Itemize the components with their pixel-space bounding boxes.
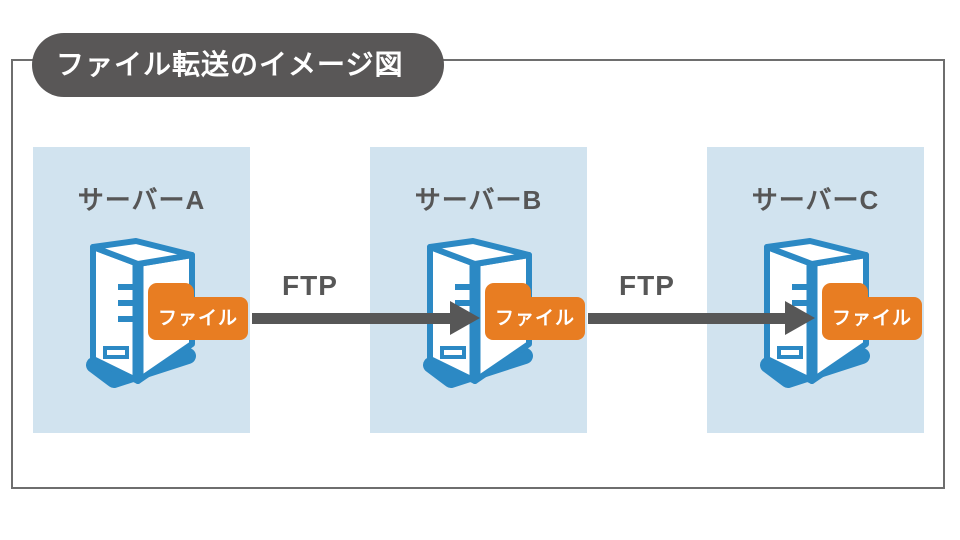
arrowhead-icon [785, 301, 815, 335]
server-b-label: サーバーB [414, 185, 543, 215]
diagram-frame [11, 59, 945, 489]
file-folder-icon: ファイル [822, 283, 922, 340]
transfer-protocol-label-1: FTP [282, 270, 338, 301]
file-label: ファイル [831, 308, 912, 329]
file-folder-icon: ファイル [148, 283, 248, 340]
server-icon [760, 238, 870, 388]
server-panel-a: サーバーA ファイル [33, 147, 250, 433]
server-c-label: サーバーC [751, 185, 880, 215]
file-folder-icon: ファイル [485, 283, 585, 340]
file-label: ファイル [494, 308, 575, 329]
arrowhead-icon [450, 301, 480, 335]
diagram-title: ファイル転送のイメージ図 [56, 49, 404, 80]
transfer-arrow-a-to-b [252, 313, 450, 324]
title-pill: ファイル転送のイメージ図 [32, 33, 444, 97]
server-a-label: サーバーA [77, 185, 206, 215]
transfer-protocol-label-2: FTP [619, 270, 675, 301]
server-panel-b: サーバーB ファイル [370, 147, 587, 433]
server-panel-c: サーバーC ファイル [707, 147, 924, 433]
transfer-arrow-b-to-c [588, 313, 785, 324]
file-label: ファイル [157, 308, 238, 329]
